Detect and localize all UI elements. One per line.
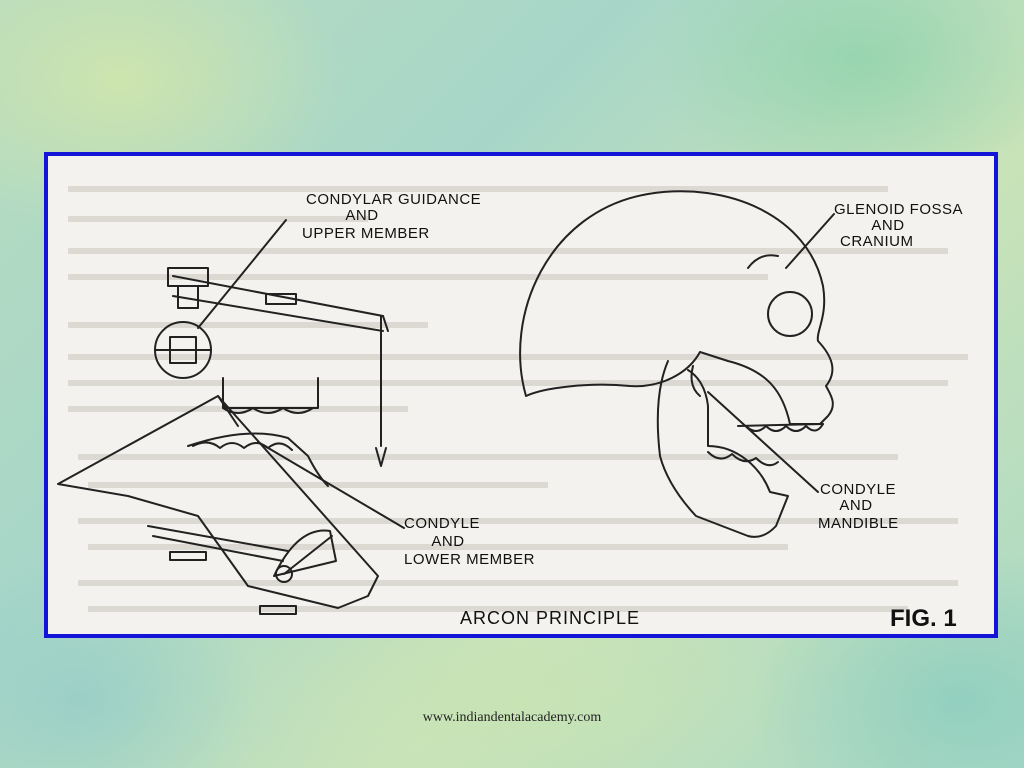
label-glenoid-fossa-line3: CRANIUM (840, 233, 914, 250)
label-condylar-guidance-line3: UPPER MEMBER (302, 225, 430, 242)
articulator-drawing (57, 267, 389, 615)
label-condyle-lower-line3: LOWER MEMBER (404, 551, 535, 568)
label-glenoid-fossa: GLENOID FOSSA AND CRANIUM (834, 201, 963, 250)
label-condyle-mandible: CONDYLE AND MANDIBLE (818, 481, 899, 532)
figure-frame: CONDYLAR GUIDANCE AND UPPER MEMBER GLENO… (44, 152, 998, 638)
label-glenoid-fossa-line2: AND (871, 217, 904, 234)
arcon-principle-figure: CONDYLAR GUIDANCE AND UPPER MEMBER GLENO… (57, 186, 968, 632)
skull-drawing (519, 190, 834, 538)
footer-url: www.indiandentalacademy.com (422, 710, 602, 725)
label-leader-lines (197, 213, 835, 529)
label-condyle-lower-line1: CONDYLE (404, 515, 480, 532)
label-glenoid-fossa-line1: GLENOID FOSSA (834, 201, 963, 218)
label-condylar-guidance-line2: AND (345, 207, 378, 224)
figure-caption: ARCON PRINCIPLE (460, 608, 640, 628)
label-condyle-lower-line2: AND (431, 533, 464, 550)
label-condyle-mandible-line3: MANDIBLE (818, 515, 899, 532)
label-condylar-guidance-line1: CONDYLAR GUIDANCE (306, 191, 481, 208)
label-condyle-mandible-line2: AND (839, 497, 872, 514)
faded-background-text (68, 186, 968, 612)
label-condyle-mandible-line1: CONDYLE (820, 481, 896, 498)
figure-number: FIG. 1 (890, 605, 957, 632)
label-condylar-guidance: CONDYLAR GUIDANCE AND UPPER MEMBER (302, 191, 481, 242)
label-condyle-lower-member: CONDYLE AND LOWER MEMBER (404, 515, 535, 568)
